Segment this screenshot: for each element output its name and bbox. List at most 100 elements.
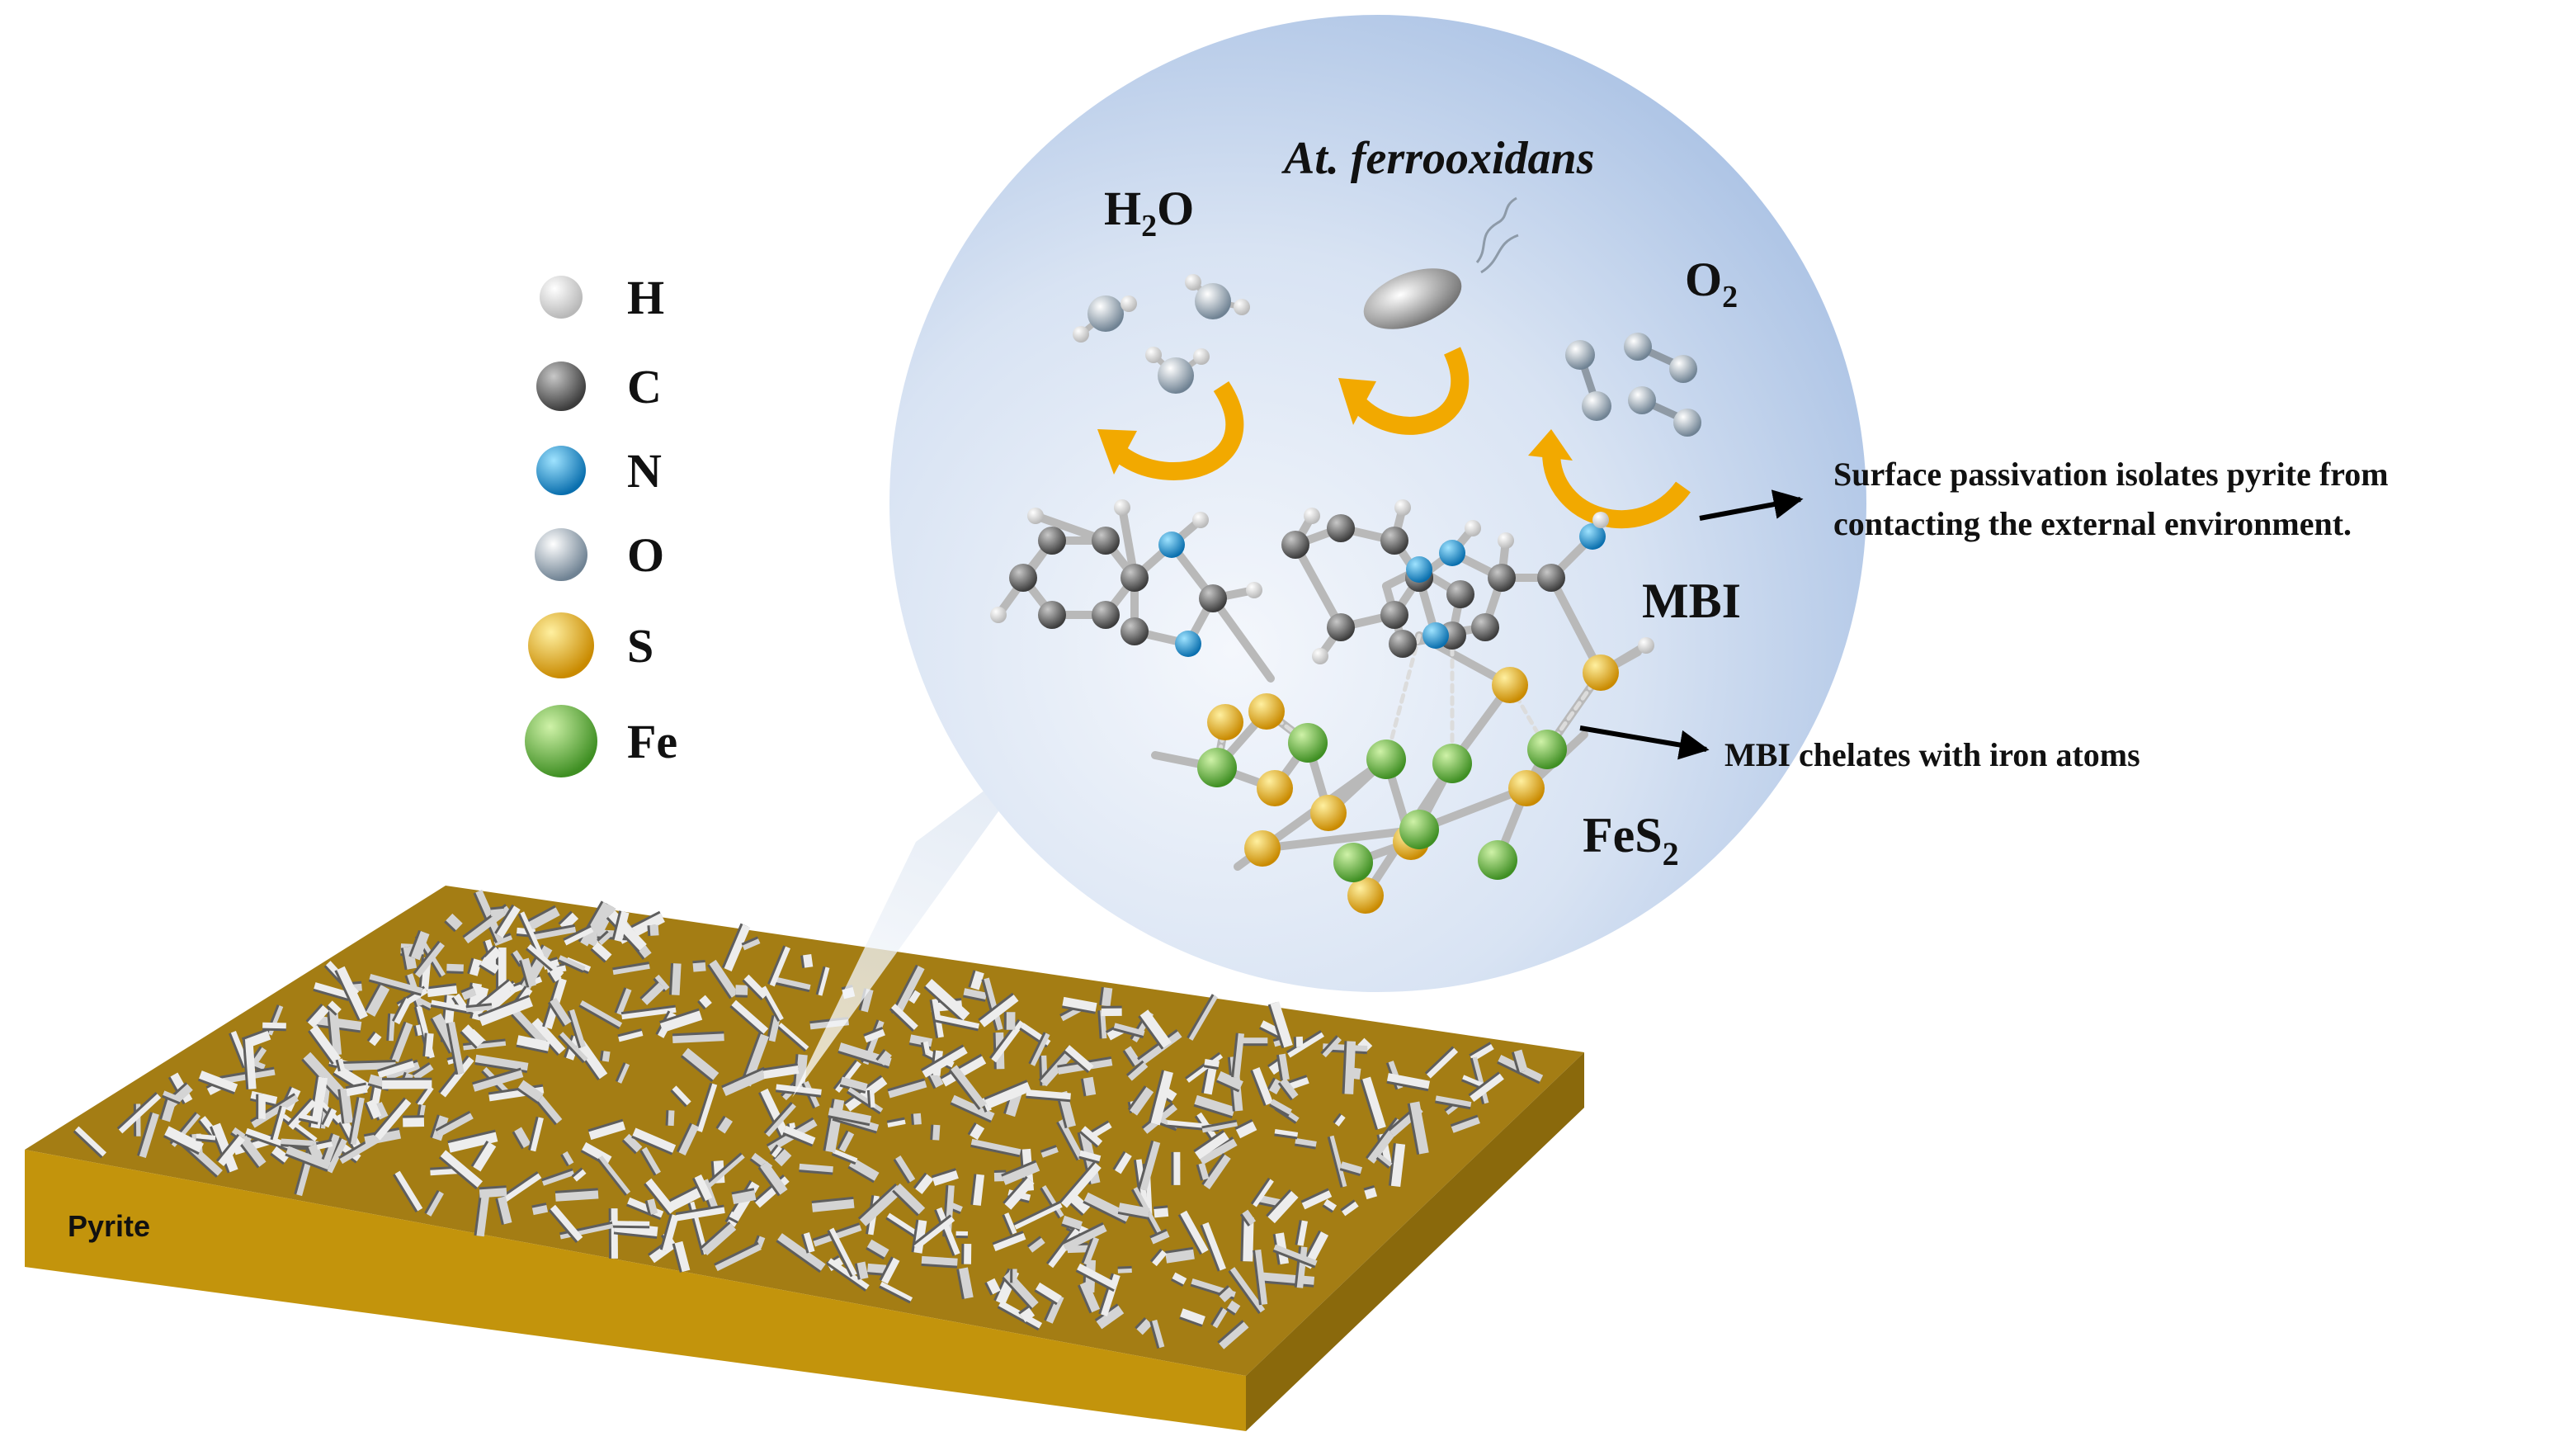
film-flake [665,1110,675,1127]
film-flake [721,923,751,971]
legend-swatch-s [528,612,594,678]
film-flake [920,1041,931,1055]
film-flake [472,1067,524,1092]
atom-h [1592,512,1609,528]
film-flake [1210,1307,1228,1329]
water-subscript: 2 [1141,209,1157,243]
film-flake [1193,1094,1236,1119]
film-flake [697,995,712,1010]
film-flake [270,1146,290,1165]
film-flake [932,1168,959,1186]
film-flake [1217,1320,1249,1349]
fes2-subscript: 2 [1663,835,1679,872]
film-flake [1360,1076,1386,1131]
film-flake [1040,1185,1064,1219]
legend-symbol-c: C [627,360,662,413]
atom-h [1192,512,1209,528]
film-flake [889,1004,918,1033]
film-flake [1407,1101,1429,1155]
film-flake [815,966,830,996]
film-flake [1272,1244,1318,1269]
legend-item-h: H [540,271,664,324]
film-flake [335,1058,346,1072]
film-flake [1340,1199,1359,1217]
film-flake [847,1157,880,1184]
film-flake [1179,1308,1205,1327]
film-flake [1135,1316,1153,1335]
film-flake [1077,1281,1101,1314]
film-flake [364,1099,382,1120]
film-flake [510,1009,548,1047]
film-flake [494,904,521,938]
water-molecules [1073,274,1250,394]
film-flake [305,1003,329,1028]
film-flake [1171,1272,1187,1287]
film-flake [984,1278,1001,1296]
film-flake [1112,1151,1132,1174]
film-flake [1081,1236,1100,1266]
film-flake [308,1025,342,1065]
film-flake [892,1183,926,1217]
film-flake [967,1122,985,1141]
film-flake [334,966,368,1021]
film-flake [1295,1220,1309,1246]
film-flake [672,1031,724,1044]
film-flake [1113,1023,1145,1038]
film-flake [1320,1035,1342,1058]
film-flake [695,1082,718,1132]
film-flake [831,1149,858,1165]
atom-c [1038,527,1066,555]
film-flake [879,1256,900,1284]
curved-arrow-oxygen-head [1528,429,1573,461]
film-flake [762,1063,800,1080]
film-flake [557,955,586,973]
film-flake [527,1116,544,1152]
film-flake [376,1058,415,1079]
atom-c [1121,617,1149,645]
passivation-annotation: Surface passivation isolates pyrite from… [1699,456,2389,542]
film-flake [920,1044,968,1078]
film-flake [728,1211,742,1224]
film-flake [1363,1185,1378,1200]
curved-arrow-water-head [1097,429,1137,475]
film-flake [659,1213,679,1252]
atom-c [1537,564,1565,592]
film-flake [315,1139,333,1151]
film-flake [621,1133,643,1155]
film-flake [578,1000,623,1030]
legend-swatch-fe [525,705,597,777]
film-flake [467,957,482,976]
atom-h [1246,582,1262,598]
film-flake [391,996,412,1025]
film-flake [567,1009,586,1049]
film-flake [1101,1005,1122,1017]
chelation-annotation: MBI chelates with iron atoms [1579,725,2140,773]
film-flake [968,970,984,990]
passivation-film-flakes [73,889,1544,1349]
film-flake [639,981,665,1005]
film-flake [1388,1143,1406,1188]
film-flake [767,945,790,987]
film-flake [1239,1209,1257,1226]
film-flake [970,1138,1021,1158]
film-flake [1164,1246,1195,1264]
film-flake [413,940,446,978]
atom-c [1092,601,1120,629]
mbi-label: MBI [1642,574,1741,628]
film-flake [256,1094,266,1119]
film-flake [424,1189,444,1217]
film-flake [1187,994,1218,1041]
film-flake [1080,1076,1097,1097]
film-flake [837,1130,855,1153]
atom-fe [1197,748,1237,787]
film-flake [1250,1067,1273,1107]
film-flake [1078,1150,1102,1165]
film-flake [707,959,738,999]
atom-c [1327,514,1355,542]
film-flake [389,1021,413,1062]
atom-c [1389,630,1417,658]
film-flake [1177,1210,1209,1255]
film-flake [1040,1145,1059,1158]
film-flake [541,1168,575,1186]
